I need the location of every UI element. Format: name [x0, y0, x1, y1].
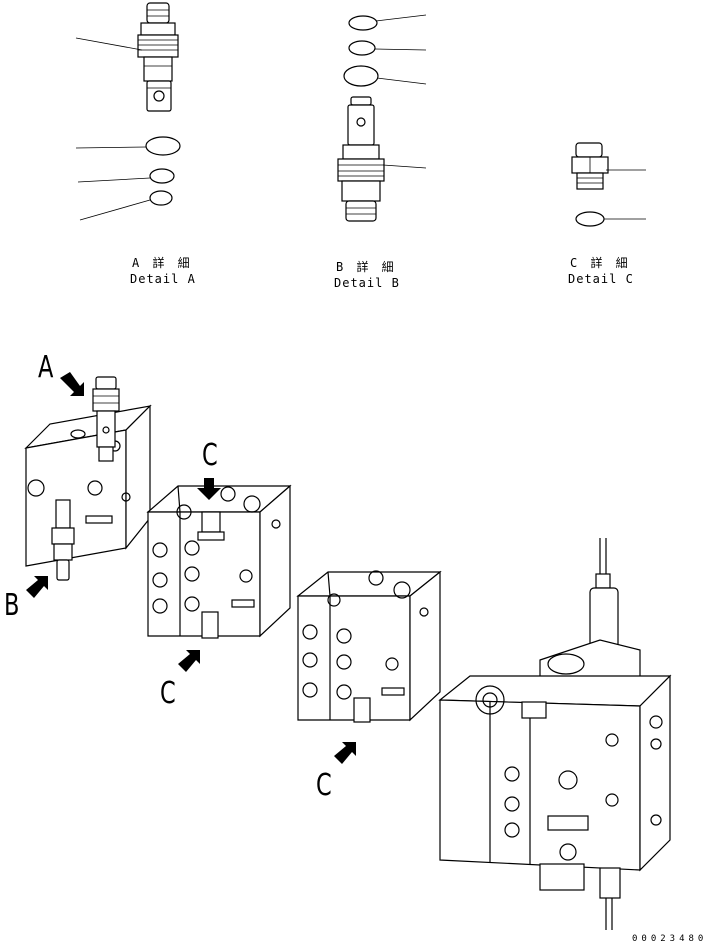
o-ring [149, 168, 175, 184]
detail-b-caption-jp: B 詳 細 [336, 260, 397, 274]
leader-line [375, 14, 427, 22]
detail-b-valve [337, 96, 385, 222]
detail-b-caption-en: Detail B [334, 276, 400, 290]
leader-line [79, 199, 151, 221]
view-label-b: B [4, 588, 20, 623]
detail-a-caption-jp: A 詳 細 [132, 256, 193, 270]
leader-line [75, 37, 143, 51]
leader-line [374, 48, 427, 51]
view-label-a: A [38, 350, 54, 385]
detail-c-plug [571, 142, 609, 190]
detail-a-valve [137, 2, 179, 112]
detail-a-caption-en: Detail A [130, 272, 196, 286]
o-ring [145, 136, 181, 156]
main-control-valve [438, 538, 672, 930]
leader-line [376, 77, 427, 85]
valve-section-2 [146, 484, 292, 639]
drawing-number: 00023480 [632, 934, 708, 944]
valve-section-3 [296, 570, 442, 723]
valve-section-1 [24, 376, 152, 581]
o-ring [149, 190, 173, 206]
detail-c-caption-jp: C 詳 細 [570, 256, 631, 270]
leader-line [382, 164, 427, 169]
view-label-c-top: C [202, 438, 218, 473]
o-ring [348, 15, 378, 31]
arrow-b [26, 576, 48, 598]
leader-line [77, 177, 151, 183]
o-ring [575, 211, 605, 227]
leader-line [75, 146, 147, 149]
arrow-c3 [334, 742, 356, 764]
o-ring [343, 65, 379, 87]
view-label-c-lower: C [316, 768, 332, 803]
arrow-c1 [178, 650, 200, 672]
o-ring [348, 40, 376, 56]
arrow-a [60, 372, 84, 396]
view-label-c-middle: C [160, 676, 176, 711]
arrow-c-down [197, 478, 221, 500]
detail-c-caption-en: Detail C [568, 272, 634, 286]
